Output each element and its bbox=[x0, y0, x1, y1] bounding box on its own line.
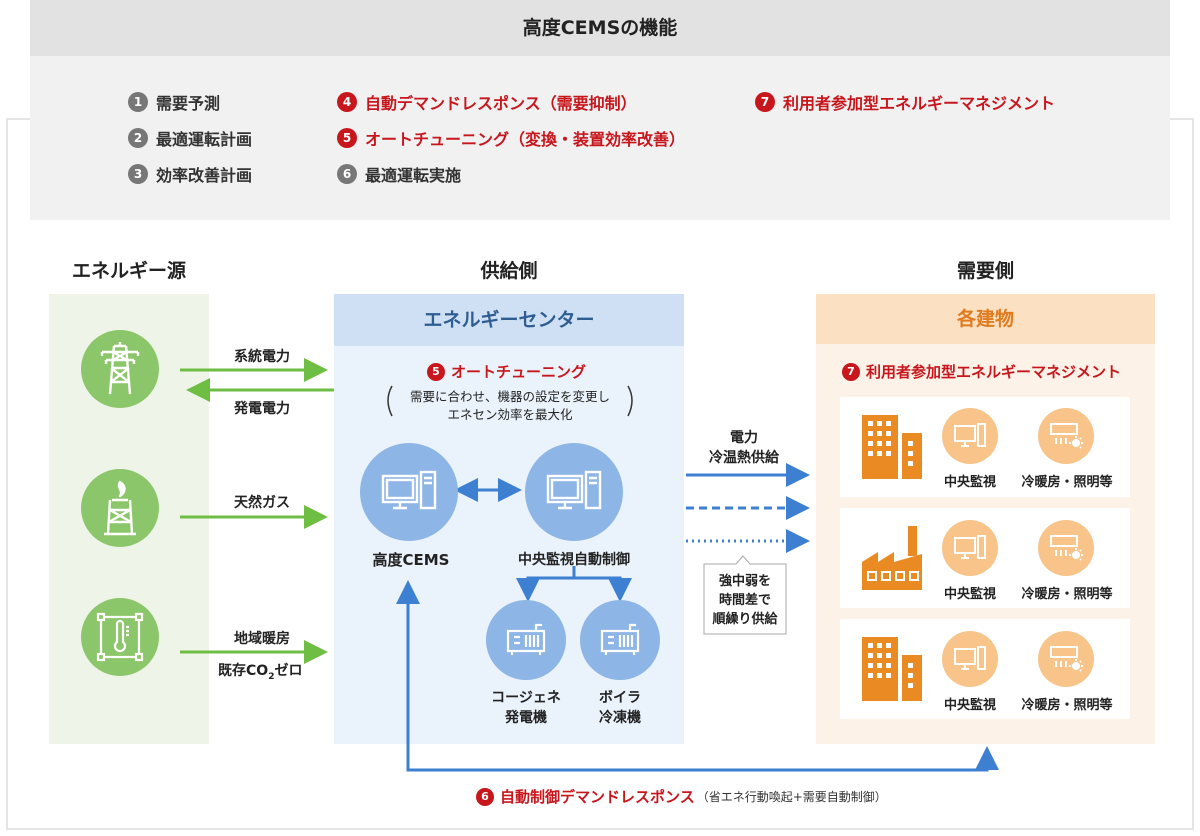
label-central-control: 中央監視自動制御 bbox=[518, 552, 630, 568]
label-hvac-lighting: 冷暖房・照明等 bbox=[1021, 475, 1113, 490]
monitor-icon bbox=[942, 520, 998, 576]
feature-item-7: 7 利用者参加型エネルギーマネジメント bbox=[755, 90, 1055, 114]
feature-label: 最適運転計画 bbox=[156, 130, 253, 149]
feature-label: 最適運転実施 bbox=[365, 166, 462, 185]
feature-item-5: 5 オートチューニング（変換・装置効率改善） bbox=[337, 126, 685, 150]
buildings-title: 各建物 bbox=[956, 308, 1014, 330]
office-building-icon bbox=[860, 413, 924, 485]
feature-label: 自動デマンドレスポンス（需要抑制） bbox=[365, 94, 637, 113]
feature-label: 需要予測 bbox=[156, 94, 221, 113]
bottom-dr-label: 自動制御デマンドレスポンス bbox=[500, 788, 695, 806]
feature-item-2: 2 最適運転計画 bbox=[128, 126, 252, 150]
sequential-supply-note: 強中弱を時間差で順繰り供給 bbox=[712, 574, 778, 627]
label-cogeneration: コージェネ発電機 bbox=[491, 690, 561, 726]
cogeneration-icon bbox=[486, 600, 566, 680]
air-conditioner-icon bbox=[1038, 408, 1094, 464]
bottom-demand-response: 6 自動制御デマンドレスポンス （省エネ行動喚起+需要自動制御） bbox=[472, 786, 891, 807]
feature-label: オートチューニング（変換・装置効率改善） bbox=[365, 130, 686, 149]
column-title-demand: 需要側 bbox=[956, 260, 1014, 282]
label-central-monitor: 中央監視 bbox=[943, 475, 996, 490]
thermometer-icon bbox=[81, 598, 159, 676]
power-tower-icon bbox=[81, 330, 159, 408]
label-boiler: ボイラ冷凍機 bbox=[599, 690, 641, 726]
feature-num: 7 bbox=[755, 92, 775, 112]
bottom-dr-num: 6 bbox=[476, 787, 494, 806]
label-advanced-cems: 高度CEMS bbox=[372, 551, 450, 569]
bottom-dr-note: （省エネ行動喚起+需要自動制御） bbox=[696, 790, 887, 804]
feature-item-4: 4 自動デマンドレスポンス（需要抑制） bbox=[337, 90, 637, 114]
energy-center-title: エネルギーセンター bbox=[423, 309, 595, 331]
page-title: 高度CEMSの機能 bbox=[522, 17, 678, 39]
feature-num: 6 bbox=[337, 164, 357, 184]
monitor-icon bbox=[942, 408, 998, 464]
monitor-icon bbox=[942, 631, 998, 687]
auto-tuning-num: 5 bbox=[427, 362, 445, 381]
feature-panel-header bbox=[30, 0, 1170, 56]
label-co2-zero: 既存CO2ゼロ bbox=[218, 663, 303, 682]
label-generated-power: 発電電力 bbox=[234, 401, 290, 417]
energy-center-header bbox=[334, 294, 684, 346]
auto-tuning-heading: 5 オートチューニング bbox=[427, 361, 586, 382]
label-district-heating: 地域暖房 bbox=[234, 631, 290, 647]
label-power-heat-supply: 電力冷温熱供給 bbox=[709, 430, 779, 466]
column-title-supply: 供給側 bbox=[480, 260, 538, 282]
auto-tuning-desc: 需要に合わせ、機器の設定を変更し エネセン効率を最大化 bbox=[409, 389, 610, 422]
feature-num: 4 bbox=[337, 92, 357, 112]
factory-icon bbox=[860, 524, 924, 596]
feature-item-1: 1 需要予測 bbox=[128, 90, 220, 114]
feature-item-3: 3 効率改善計画 bbox=[128, 162, 252, 186]
label-central-monitor: 中央監視 bbox=[943, 698, 996, 713]
label-central-monitor: 中央監視 bbox=[943, 587, 996, 602]
label-natural-gas: 天然ガス bbox=[234, 495, 290, 511]
feature-label: 効率改善計画 bbox=[156, 166, 253, 185]
demand-mgmt-num: 7 bbox=[842, 362, 860, 381]
office-building-icon-2 bbox=[860, 635, 924, 707]
feature-label: 利用者参加型エネルギーマネジメント bbox=[783, 94, 1056, 113]
auto-tuning-label: オートチューニング bbox=[451, 363, 587, 381]
gas-tower-icon bbox=[81, 469, 159, 547]
boiler-icon bbox=[580, 600, 660, 680]
column-title-energy-source: エネルギー源 bbox=[71, 260, 186, 282]
label-grid-power: 系統電力 bbox=[234, 349, 290, 365]
label-hvac-lighting: 冷暖房・照明等 bbox=[1021, 587, 1113, 602]
feature-num: 1 bbox=[128, 92, 148, 112]
feature-num: 2 bbox=[128, 128, 148, 148]
air-conditioner-icon bbox=[1038, 520, 1094, 576]
buildings-header bbox=[816, 294, 1155, 344]
demand-mgmt-heading: 7 利用者参加型エネルギーマネジメント bbox=[842, 361, 1121, 382]
feature-num: 5 bbox=[337, 128, 357, 148]
feature-item-6: 6 最適運転実施 bbox=[337, 162, 461, 186]
cems-computer-icon bbox=[360, 443, 458, 541]
label-hvac-lighting: 冷暖房・照明等 bbox=[1021, 698, 1113, 713]
central-control-computer-icon bbox=[525, 443, 623, 541]
air-conditioner-icon bbox=[1038, 631, 1094, 687]
demand-mgmt-label: 利用者参加型エネルギーマネジメント bbox=[866, 363, 1122, 381]
feature-num: 3 bbox=[128, 164, 148, 184]
